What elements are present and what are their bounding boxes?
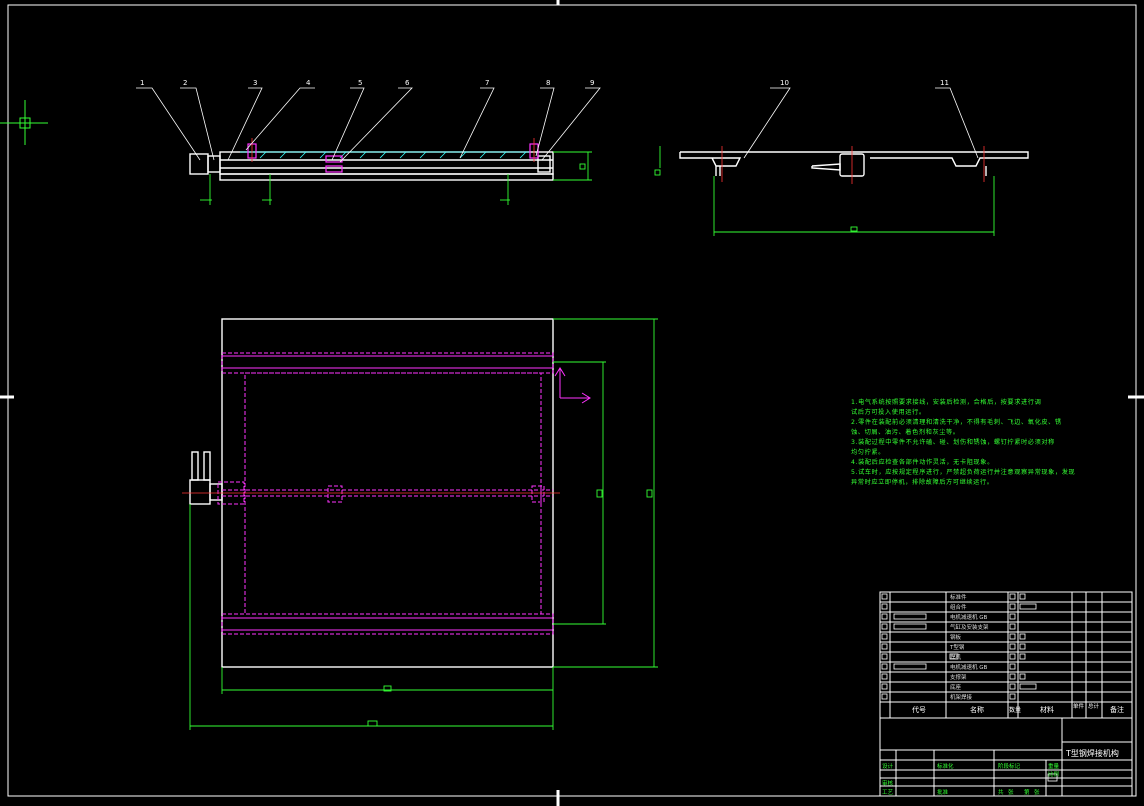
parts-row-name: 电机减速机 GB [950,665,988,671]
parts-row-name: 钢板 [950,635,962,641]
note-line: 试后方可投入使用运行。 [851,409,926,416]
title-field-label: 设计 [882,764,894,770]
balloon-9: 9 [590,79,594,87]
title-field-label: 审核 [882,781,894,787]
title-field-label: 张 [1008,790,1014,796]
note-line: 4.装配后应检查各部件动作灵活，无卡阻现象。 [851,459,994,466]
title-block-cells [881,593,1058,782]
title-field-label: 比例 [1048,772,1060,778]
balloon-8: 8 [546,79,550,87]
balloon-2: 2 [183,79,187,87]
parts-row-name: 电机减速机 GB [950,615,988,621]
balloon-10: 10 [780,79,789,87]
header-weight-total: 总计 [1088,704,1100,710]
front-view [136,87,601,205]
balloon-1: 1 [140,79,144,87]
header-code: 代号 [912,706,926,714]
title-field-label: 工艺 [882,790,894,796]
balloon-4: 4 [306,79,311,87]
header-qty: 数量 [1009,707,1022,714]
sheet-border [7,4,1137,797]
header-material: 材料 [1040,706,1054,714]
parts-row-name: 标准件 [950,595,967,601]
balloon-7: 7 [485,79,489,87]
header-weight-single: 单件 [1073,704,1085,710]
plan-view [182,318,658,730]
technical-notes: 1.电气系统按照要求接线，安装后检测，合格后，按要求进行调 试后方可投入使用运行… [851,398,1121,488]
header-name: 名称 [970,706,984,714]
balloon-5: 5 [358,79,362,87]
drawing-title: T型钢焊接机构 [1066,749,1119,758]
parts-row-name: T型钢 [950,645,965,651]
parts-row-name: 气缸及安装支架 [950,625,989,631]
title-field-label: 标准化 [937,764,954,770]
side-view [654,87,1029,236]
parts-row-name: 焊机 [950,655,962,661]
note-line: 2.零件在装配前必须清理和清洗干净，不得有毛刺、飞边、氧化皮、锈 [851,419,1062,426]
title-field-label: 张 [1034,790,1040,796]
note-line: 异常时应立即停机，排除故障后方可继续运行。 [851,479,994,486]
title-field-label: 批准 [937,790,949,796]
balloon-layer: 1 2 3 4 5 6 7 8 9 10 11 [140,79,949,87]
title-block [879,591,1133,797]
title-field-label: 重量 [1048,764,1060,770]
note-line: 蚀、切屑、油污、着色剂和灰尘等。 [851,429,960,436]
title-field-label: 阶段标记 [998,764,1021,770]
balloon-11: 11 [940,79,949,87]
parts-row-name: 机架焊接 [950,695,973,701]
balloon-6: 6 [405,79,410,87]
parts-row-name: 支撑架 [950,675,967,681]
header-remark: 备注 [1110,706,1124,714]
title-field-label: 第 [1024,790,1030,796]
ucs-cursor [0,100,48,145]
note-line: 5.试车时，应按规定程序进行，严禁超负荷运行并注意观察异常现象，发现 [851,469,1076,476]
note-line: 均匀拧紧。 [851,449,885,456]
parts-row-name: 底座 [950,685,962,691]
note-line: 1.电气系统按照要求接线，安装后检测，合格后，按要求进行调 [851,399,1042,406]
parts-row-name: 组合件 [950,605,967,611]
title-field-label: 共 [998,790,1004,796]
balloon-3: 3 [253,79,257,87]
note-line: 3.装配过程中零件不允许磕、碰、划伤和锈蚀，螺钉拧紧时必须对称 [851,439,1055,446]
